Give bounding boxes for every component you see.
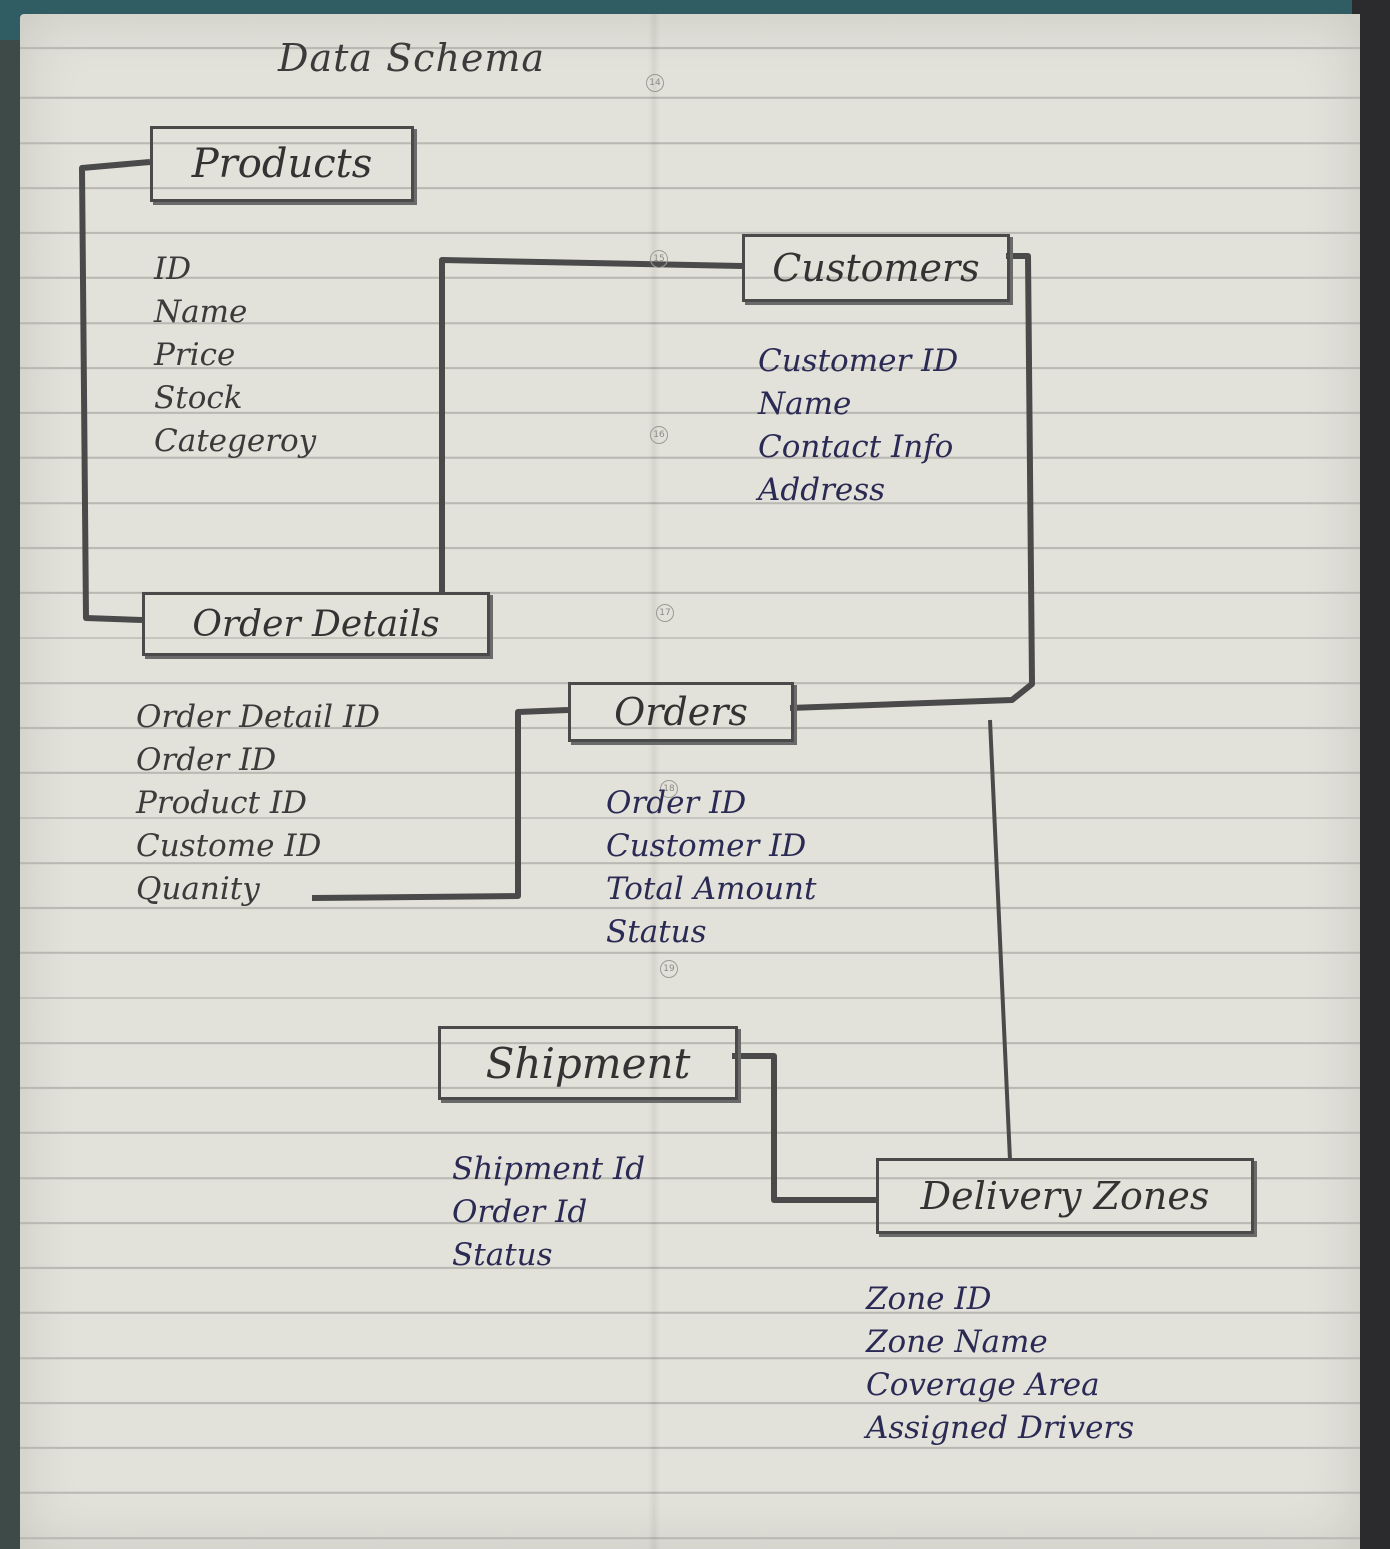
entity-products-title: Products [150,126,414,202]
entity-order-details-title: Order Details [142,592,490,656]
attribute: Price [154,337,236,373]
entity-delivery-zones-attributes: Zone ID Zone Name Coverage Area Assigned… [866,1278,1134,1450]
attribute: Product ID [136,785,307,821]
link-order-details-orders [311,707,569,901]
page-number-marker: 19 [660,960,678,978]
entity-delivery-zones-title: Delivery Zones [876,1158,1254,1234]
attribute: Customer ID [606,828,807,864]
attribute: Name [758,386,852,422]
entity-customers-title: Customers [742,234,1010,302]
entity-products-attributes: ID Name Price Stock Categeroy [154,248,316,463]
entity-orders-attributes: Order ID Customer ID Total Amount Status [606,782,816,954]
attribute: Contact Info [758,429,954,465]
entity-orders-title: Orders [568,682,794,742]
link-products-order-details [79,159,151,623]
attribute: Customer ID [758,343,959,379]
link-orders-delivery-zones [988,719,1012,1161]
attribute: Status [452,1237,553,1273]
attribute: Order Detail ID [136,699,381,735]
notebook-page: Data Schema 14 15 16 17 18 19 Products I… [20,14,1360,1549]
link-shipment-delivery-zones [732,1053,876,1203]
page-center-fold [648,14,660,1549]
attribute: ID [154,251,192,287]
page-number-marker: 14 [646,74,664,92]
attribute: Zone Name [866,1324,1048,1360]
page-number-marker: 16 [650,426,668,444]
attribute: Zone ID [866,1281,992,1317]
attribute: Status [606,914,707,950]
attribute: Order ID [606,785,747,821]
attribute: Coverage Area [866,1367,1100,1403]
relationship-lines [79,159,1035,1203]
attribute: Order Id [452,1194,588,1230]
link-order-details-customers [439,257,743,592]
attribute: Assigned Drivers [866,1410,1135,1446]
attribute: Shipment Id [452,1151,646,1187]
page-number-marker: 18 [660,780,678,798]
attribute: Order ID [136,742,277,778]
attribute: Stock [154,380,243,416]
entity-shipment-attributes: Shipment Id Order Id Status [452,1148,645,1277]
page-title: Data Schema [278,36,546,80]
attribute: Quanity [136,871,260,907]
attribute: Total Amount [606,871,817,907]
entity-order-details-attributes: Order Detail ID Order ID Product ID Cust… [136,696,380,911]
page-number-marker: 17 [656,604,674,622]
attribute: Custome ID [136,828,322,864]
entity-customers-attributes: Customer ID Name Contact Info Address [758,340,958,512]
attribute: Categeroy [154,423,317,459]
page-number-marker: 15 [650,250,668,268]
attribute: Name [154,294,248,330]
attribute: Address [758,472,886,508]
link-customers-orders [789,253,1035,711]
entity-shipment-title: Shipment [438,1026,738,1100]
ruled-lines [20,14,1360,1549]
